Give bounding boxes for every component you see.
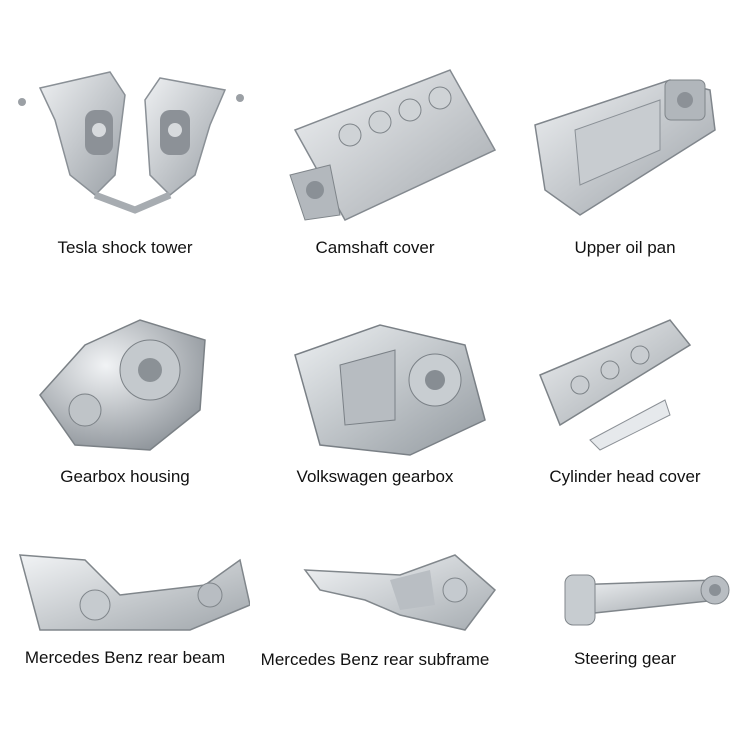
mercedes-benz-rear-subframe-image	[303, 554, 497, 631]
volkswagen-gearbox-image	[294, 324, 486, 456]
item-tesla-shock-tower: Tesla shock tower	[0, 0, 250, 257]
item-caption: Volkswagen gearbox	[296, 467, 454, 486]
gearbox-housing-image	[39, 319, 206, 451]
tesla-shock-tower-image	[18, 71, 244, 214]
steering-gear-image	[564, 574, 730, 626]
item-caption: Gearbox housing	[60, 467, 190, 486]
item-camshaft-cover: Camshaft cover	[250, 0, 500, 257]
item-caption: Cylinder head cover	[549, 467, 701, 486]
item-gearbox-housing: Gearbox housing	[0, 250, 250, 500]
item-caption: Mercedes Benz rear beam	[24, 648, 226, 667]
upper-oil-pan-image	[534, 79, 716, 216]
item-steering-gear: Steering gear	[500, 500, 750, 750]
cylinder-head-cover-image	[539, 319, 692, 451]
mercedes-benz-rear-beam-image	[19, 554, 250, 631]
item-mercedes-benz-rear-beam: Mercedes Benz rear beam	[0, 500, 250, 750]
item-caption: Mercedes Benz rear subframe	[260, 650, 490, 669]
item-mercedes-benz-rear-subframe: Mercedes Benz rear subframe	[250, 500, 500, 750]
item-cylinder-head-cover: Cylinder head cover	[500, 250, 750, 500]
item-caption: Upper oil pan	[574, 238, 676, 257]
item-caption: Tesla shock tower	[57, 238, 193, 257]
item-upper-oil-pan: Upper oil pan	[500, 0, 750, 257]
item-volkswagen-gearbox: Volkswagen gearbox	[250, 250, 500, 500]
item-caption: Steering gear	[573, 649, 677, 668]
item-caption: Camshaft cover	[315, 238, 435, 257]
camshaft-cover-image	[289, 69, 497, 221]
